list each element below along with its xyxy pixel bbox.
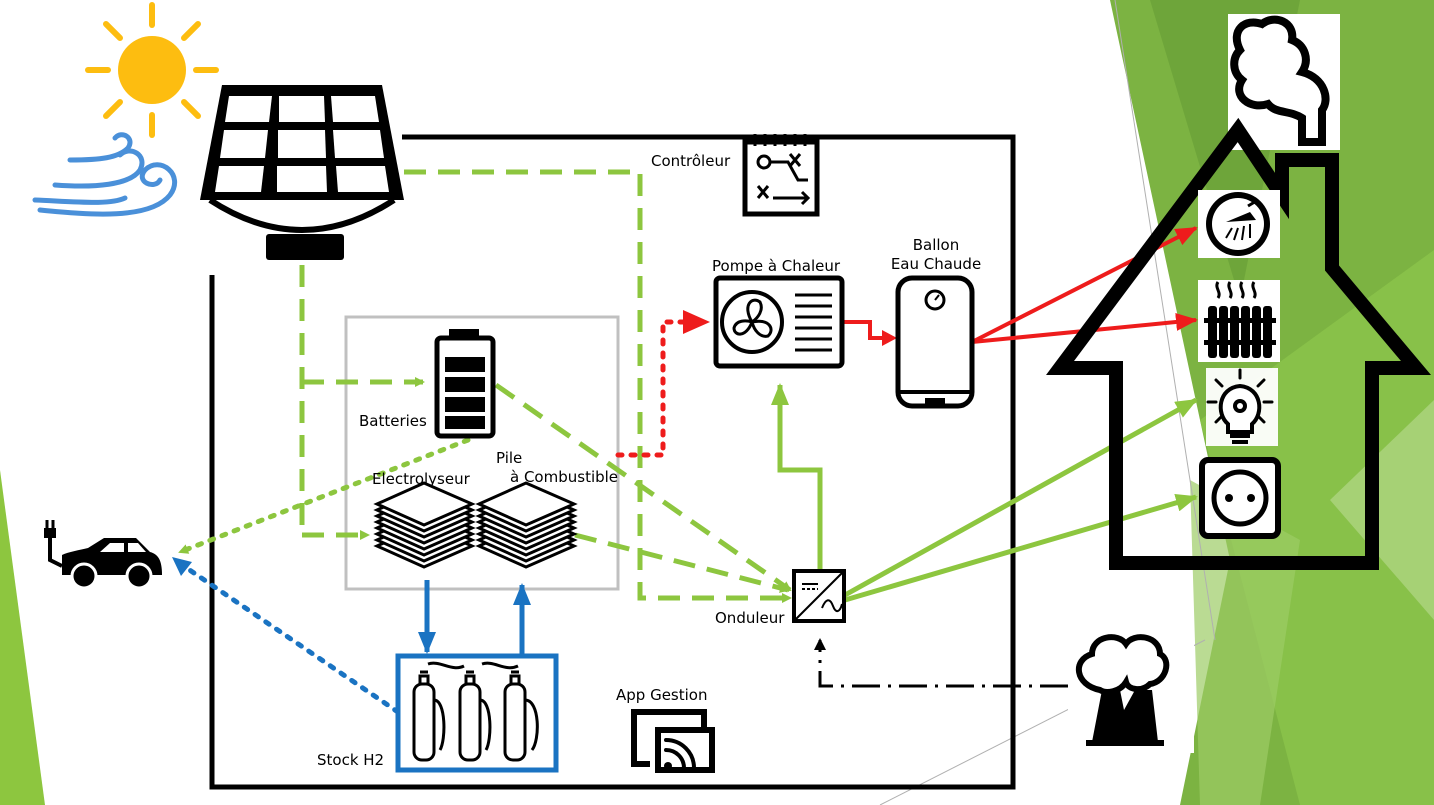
flow-fuelcell-to-inverter bbox=[574, 532, 790, 593]
label-heat-pump: Pompe à Chaleur bbox=[712, 257, 841, 275]
power-plant-icon bbox=[1068, 627, 1194, 753]
label-tank-line2: Eau Chaude bbox=[890, 255, 982, 273]
heat-pump-icon bbox=[713, 275, 845, 369]
shower-icon bbox=[1198, 190, 1280, 258]
label-electrolyser: Electrolyseur bbox=[372, 470, 470, 488]
flow-inverter-to-light bbox=[843, 397, 1198, 598]
flow-red-arrowhead bbox=[683, 310, 710, 334]
label-inverter: Onduleur bbox=[715, 609, 785, 627]
app-icon bbox=[631, 709, 715, 773]
solar-panel-icon bbox=[200, 85, 404, 260]
battery-icon bbox=[434, 329, 496, 439]
label-h2-stock: Stock H2 bbox=[317, 751, 385, 769]
flow-heatpump-to-tank bbox=[843, 320, 888, 340]
radiator-icon bbox=[1198, 280, 1280, 362]
water-tank-icon bbox=[895, 275, 975, 409]
flow-stock-to-car bbox=[172, 557, 401, 715]
label-tank-line1: Ballon bbox=[912, 236, 960, 254]
electrolyser-icon bbox=[373, 481, 476, 569]
fuel-cell-icon bbox=[475, 481, 578, 569]
hydrogen-stock-icon bbox=[395, 653, 559, 773]
label-fuel-cell-line1: Pile bbox=[496, 449, 523, 467]
flow-grid-to-inverter bbox=[814, 638, 1068, 688]
system-frame bbox=[209, 134, 1016, 790]
house-icon bbox=[1046, 14, 1432, 570]
label-app: App Gestion bbox=[616, 686, 708, 704]
green-dc-flows bbox=[299, 169, 792, 603]
flow-battery-to-inverter bbox=[494, 382, 792, 593]
flow-panel-to-controller bbox=[404, 169, 792, 603]
label-hot-water-tank: Ballon Eau Chaude bbox=[884, 236, 988, 274]
power-socket-icon bbox=[1199, 457, 1281, 539]
car-icon bbox=[44, 520, 162, 590]
flow-inverter-to-socket bbox=[844, 493, 1198, 603]
flow-red-dotted bbox=[615, 319, 695, 458]
flow-inverter-to-heatpump bbox=[771, 383, 823, 572]
wind-icon bbox=[32, 132, 178, 217]
sun-icon bbox=[85, 2, 219, 138]
green-ac-flows bbox=[771, 383, 1198, 603]
label-batteries: Batteries bbox=[359, 412, 427, 430]
label-controller: Contrôleur bbox=[651, 152, 731, 170]
light-bulb-icon bbox=[1206, 368, 1278, 446]
flow-battery-to-car bbox=[177, 437, 471, 555]
label-fuel-cell: Pile à Combustible bbox=[496, 449, 618, 487]
inverter-icon bbox=[792, 569, 846, 623]
label-fuel-cell-line2: à Combustible bbox=[510, 468, 619, 486]
controller-icon bbox=[742, 134, 820, 217]
hydrogen-flows bbox=[418, 580, 531, 655]
